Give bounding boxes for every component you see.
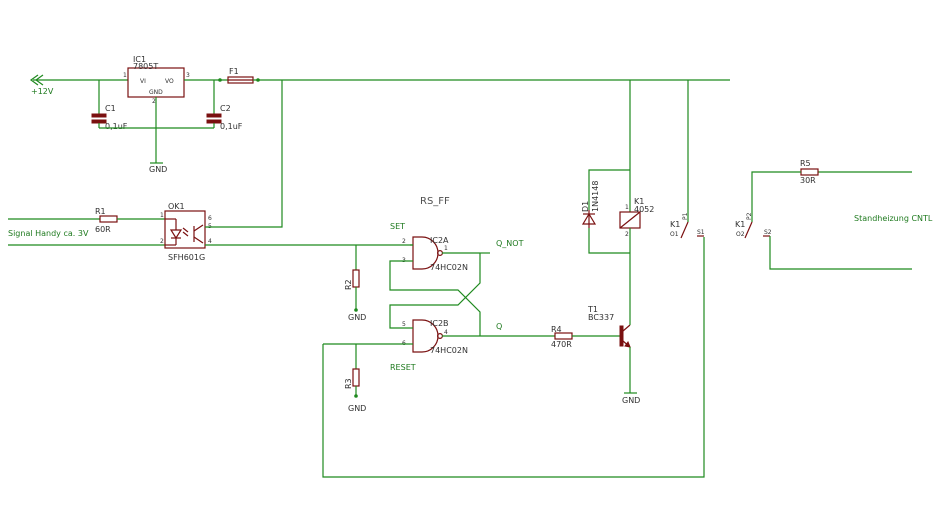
- q-label: Q: [496, 322, 502, 331]
- ic1-pin3: 3: [186, 72, 190, 79]
- ic2a-pin2: 2: [402, 238, 406, 245]
- r1-value: 60R: [95, 225, 111, 234]
- output-label: Standheizung CNTL: [854, 214, 933, 223]
- k1p2-name: K1: [735, 220, 745, 229]
- c1-value: 0,1uF: [105, 122, 128, 131]
- d1-value: 1N4148: [591, 181, 600, 212]
- r4-value: 470R: [551, 340, 572, 349]
- t1-value: BC337: [588, 313, 614, 322]
- q-not-label: Q_NOT: [496, 239, 524, 248]
- r1-name: R1: [95, 207, 106, 216]
- wire-cross-q: [389, 260, 481, 336]
- k1-pin2: 2: [625, 231, 629, 238]
- nor-gate-ic2b: [410, 319, 555, 353]
- ok1-name: OK1: [168, 202, 185, 211]
- c2-value: 0,1uF: [220, 122, 243, 131]
- k1p1-pin-s: S1: [697, 229, 705, 236]
- t1-name: T1: [587, 305, 598, 314]
- resistor-r5: [800, 168, 819, 176]
- k1p1-name: K1: [670, 220, 680, 229]
- k1p2-pin-s: S2: [764, 229, 772, 236]
- ok1-pin1: 1: [160, 212, 164, 219]
- r4-name: R4: [551, 325, 562, 334]
- k1-value: 4052: [634, 205, 654, 214]
- wire-k1-p2: [751, 171, 801, 222]
- capacitor-c1: [91, 80, 107, 128]
- resistor-r1: [99, 215, 118, 223]
- relay-contact-k1-2: [744, 221, 770, 239]
- ic1-value: 7805T: [133, 62, 158, 71]
- ok1-pin6: 6: [208, 215, 212, 222]
- ok1-pin2: 2: [160, 238, 164, 245]
- capacitor-c2: [206, 80, 222, 128]
- resistor-r2: [352, 269, 360, 288]
- r2-name: R2: [344, 279, 353, 290]
- ic1-pin2: 2: [152, 98, 156, 105]
- gnd1-label: GND: [149, 165, 167, 174]
- gnd4-label: GND: [622, 396, 640, 405]
- ic1-vi: VI: [140, 78, 146, 85]
- diode-d1: [581, 210, 597, 228]
- ic1-gnd: GND: [149, 89, 163, 96]
- ic1-pin1: 1: [123, 72, 127, 79]
- ic2a-pin1: 1: [444, 245, 448, 252]
- k1-name: K1: [634, 197, 644, 206]
- ic2b-value: 74HC02N: [430, 346, 468, 355]
- diagram-title: RS_FF: [420, 196, 450, 207]
- relay-coil-k1: [619, 211, 641, 229]
- k1p1-pin-o: O1: [670, 231, 679, 238]
- optocoupler-ok1: [164, 210, 206, 249]
- gnd3-label: GND: [348, 404, 366, 413]
- set-label: SET: [390, 222, 405, 231]
- ic2b-name: IC2B: [430, 319, 449, 328]
- ic1-name: IC1: [133, 55, 146, 64]
- ic2b-pin5: 5: [402, 321, 406, 328]
- r5-value: 30R: [800, 176, 816, 185]
- wire-diode-bottom: [588, 228, 630, 254]
- k1-pin1: 1: [625, 204, 629, 211]
- wire-out-bottom: [769, 236, 912, 270]
- wire-reset-loop: [322, 237, 705, 478]
- k1p1-pin-p: P1: [682, 212, 689, 220]
- c1-name: C1: [105, 104, 116, 113]
- k1p2-pin-p: P2: [746, 212, 753, 220]
- signal-label: Signal Handy ca. 3V: [8, 229, 89, 238]
- k1p2-pin-o: O2: [736, 231, 745, 238]
- r5-name: R5: [800, 159, 811, 168]
- d1-name: D1: [581, 201, 590, 212]
- resistor-r3: [352, 368, 360, 387]
- wire-ok1-collector: [205, 80, 283, 228]
- wire-diode-top: [588, 169, 630, 210]
- ic2b-pin4: 4: [444, 329, 448, 336]
- ic2a-value: 74HC02N: [430, 263, 468, 272]
- ok1-pin4: 4: [208, 238, 212, 245]
- ok1-value: SFH601G: [168, 253, 205, 262]
- gnd2-label: GND: [348, 313, 366, 322]
- relay-contact-k1-1: [680, 221, 704, 239]
- c2-name: C2: [220, 104, 231, 113]
- ic2a-name: IC2A: [430, 236, 449, 245]
- ic1-vo: VO: [165, 78, 174, 85]
- nor-gate-ic2a: [410, 236, 480, 270]
- wire-cross-qnot: [389, 253, 481, 329]
- reset-label: RESET: [390, 363, 416, 372]
- r3-name: R3: [344, 378, 353, 389]
- f1-name: F1: [229, 67, 239, 76]
- transistor-t1: [619, 324, 631, 348]
- vcc-label: +12V: [31, 87, 54, 96]
